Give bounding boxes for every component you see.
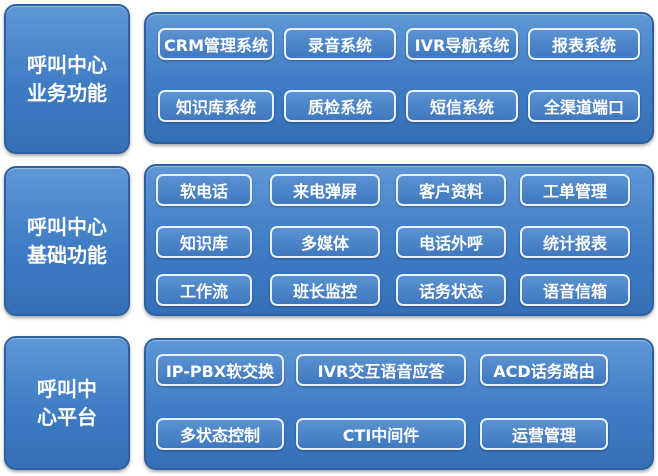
item-softphone: 软电话 [156,174,252,206]
item-workflow: 工作流 [156,274,252,306]
item-supervisor-monitoring: 班长监控 [270,274,380,306]
item-multi-state-control: 多状态控制 [156,418,284,450]
item-customer-info: 客户资料 [396,174,506,206]
item-multimedia: 多媒体 [270,226,380,258]
section-basic-label: 呼叫中心 基础功能 [4,166,130,316]
section-business-title-line1: 呼叫中心 [27,53,107,77]
item-ivr-interactive-voice-response: IVR交互语音应答 [296,354,466,386]
item-knowledge-base-system: 知识库系统 [158,90,274,122]
item-ivr-navigation-system: IVR导航系统 [406,28,518,60]
section-platform-title-line2: 心平台 [37,405,97,429]
item-voicemail: 语音信箱 [520,274,630,306]
item-recording-system: 录音系统 [284,28,396,60]
item-statistics-report: 统计报表 [520,226,630,258]
section-basic-title-line1: 呼叫中心 [27,215,107,239]
item-operations-management: 运营管理 [480,418,608,450]
item-ticket-management: 工单管理 [520,174,630,206]
item-quality-inspection-system: 质检系统 [284,90,396,122]
item-crm-system: CRM管理系统 [158,28,274,60]
section-platform-title-line1: 呼叫中 [37,377,97,401]
item-cti-middleware: CTI中间件 [296,418,466,450]
item-acd-call-routing: ACD话务路由 [480,354,608,386]
item-ip-pbx-softswitch: IP-PBX软交换 [156,354,284,386]
item-sms-system: 短信系统 [406,90,518,122]
item-knowledge-base: 知识库 [156,226,252,258]
item-report-system: 报表系统 [528,28,640,60]
item-outbound-call: 电话外呼 [396,226,506,258]
section-business-label: 呼叫中心 业务功能 [4,4,130,154]
section-platform-label: 呼叫中 心平台 [4,336,130,470]
item-incoming-call-popup: 来电弹屏 [270,174,380,206]
item-call-status: 话务状态 [396,274,506,306]
section-business-title-line2: 业务功能 [27,81,107,105]
section-basic-title-line2: 基础功能 [27,243,107,267]
item-omnichannel-port: 全渠道端口 [528,90,640,122]
